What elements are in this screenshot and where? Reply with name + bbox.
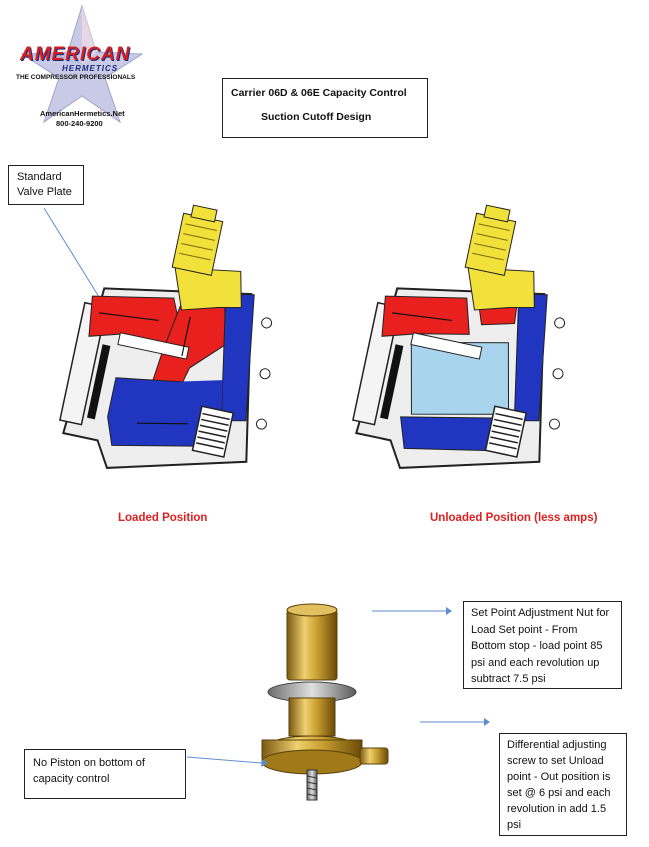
title-line1: Carrier 06D & 06E Capacity Control [231, 87, 407, 99]
logo-brand: AMERICAN [20, 44, 131, 65]
logo-phone: 800-240-9200 [56, 119, 103, 128]
unloaded-caption: Unloaded Position (less amps) [430, 512, 598, 524]
differential-callout: Differential adjusting screw to set Unlo… [499, 733, 627, 836]
unloaded-position-diagram [352, 204, 566, 469]
logo-website: AmericanHermetics.Net [40, 109, 125, 118]
logo-sub: HERMETICS [62, 64, 119, 73]
capacity-control-valve-image [261, 603, 389, 801]
valve-plate-callout: Standard Valve Plate [8, 165, 84, 205]
logo-tagline: THE COMPRESSOR PROFESSIONALS [16, 74, 136, 81]
no-piston-callout: No Piston on bottom of capacity control [24, 749, 186, 799]
set-point-callout: Set Point Adjustment Nut for Load Set po… [463, 601, 622, 689]
title-line2: Suction Cutoff Design [261, 111, 372, 123]
loaded-caption: Loaded Position [118, 512, 208, 524]
star-icon [20, 4, 144, 124]
title-box: Carrier 06D & 06E Capacity Control Sucti… [222, 78, 428, 138]
loaded-position-diagram [59, 204, 273, 469]
logo: AMERICAN HERMETICS THE COMPRESSOR PROFES… [10, 4, 160, 129]
